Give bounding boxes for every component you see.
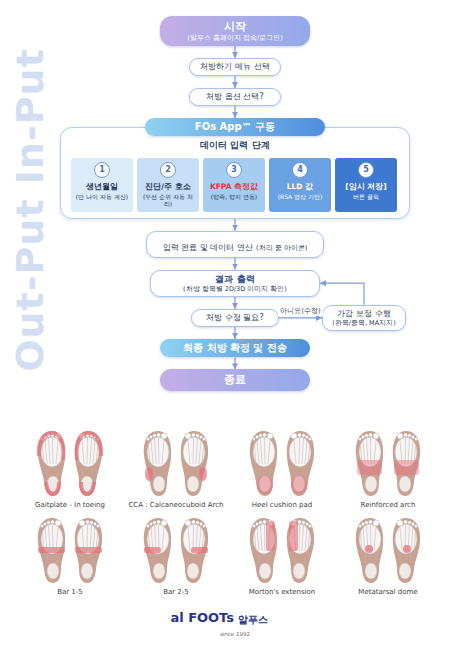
node-text: 4 (293, 163, 307, 176)
input-step: LLD 값 (RSA 영상 기반) 4 (269, 158, 331, 211)
flow-connector (234, 258, 235, 270)
step-number: 3 (226, 162, 242, 178)
node-text: 처방 수정 필요? (198, 313, 272, 323)
node-text: 결과 출력 (157, 274, 313, 285)
edge-label: 아니요(수정) (278, 307, 322, 316)
node-text: (우선 순위 자동 처리) (139, 193, 197, 208)
node-text: KFPA 측정값 (205, 182, 263, 191)
flow-connector (320, 283, 364, 305)
decision-box: 처방 옵션 선택? (189, 88, 281, 106)
figure-caption: Heel cushion pad (230, 501, 334, 509)
figure-caption: Metatarsal dome (336, 588, 440, 596)
correction-box: 가감 보정 수행(완목/중목, MA지지) (322, 305, 406, 331)
node-text: 시작 (168, 20, 302, 34)
flow-connector (234, 76, 235, 88)
decision-box: 처방 수정 필요? (191, 309, 279, 327)
node-text: 5 (359, 163, 373, 176)
node-text: (알푸스 홈페이지 접속/로그인) (168, 34, 302, 42)
step-number: 5 (358, 162, 374, 178)
figure-caption: Bar 1-5 (18, 588, 122, 596)
node-text: 2 (161, 163, 175, 176)
node-text: (처리 중 아이콘) (256, 244, 307, 252)
flow-connector (234, 297, 235, 309)
node-text: 1 (95, 163, 109, 176)
node-text: 진단/주 호소 (139, 182, 197, 191)
cca-figure (144, 431, 208, 496)
output-box: 결과 출력(처방 항목별 2D/3D 이미지 확인) (150, 270, 320, 297)
node-text: 최종 처방 확정 및 전송 (166, 342, 304, 355)
brand-logo: al FOOTs (140, 610, 234, 625)
input-step: KFPA 측정값 (양족, 양지 연동) 3 (203, 158, 265, 211)
step-number: 4 (292, 162, 308, 178)
node-text: 종료 (168, 373, 302, 387)
app-band: FOs App™ 구동 (145, 118, 325, 137)
node-text: (완목/중목, MA지지) (329, 319, 399, 327)
flow-connector (234, 219, 235, 231)
node-text: (처방 항목별 2D/3D 이미지 확인) (157, 285, 313, 293)
flow-connector (234, 106, 235, 118)
figure-caption: CCA : Calcaneocuboid Arch (124, 501, 228, 509)
figure-caption: Gaitplate - In toeing (18, 501, 122, 509)
final-band: 최종 처방 확정 및 전송 (160, 339, 310, 358)
node-text: LLD 값 (271, 182, 329, 191)
metatarsal-dome-figure (356, 518, 420, 583)
flow-connector (279, 317, 322, 318)
input-step: 생년월일 (만 나이 자동 계산) 1 (71, 158, 133, 211)
process-box: 입력 완료 및 데이터 연산(처리 중 아이콘) (146, 231, 324, 258)
figure-caption: Reinforced arch (336, 501, 440, 509)
bar-2-5-figure (144, 518, 208, 583)
flow-connector (234, 327, 235, 339)
input-panel: 데이터 입력 단계생년월일 (만 나이 자동 계산) 1 진단/주 호소 (우선 순위 … (60, 127, 410, 218)
brand-name: 알푸스 (238, 613, 298, 627)
node-text: 입력 완료 및 데이터 연산 (163, 243, 253, 252)
input-step: 진단/주 호소 (우선 순위 자동 처리) 2 (137, 158, 199, 211)
node-text: 처방 옵션 선택? (196, 92, 274, 102)
node-text: (만 나이 자동 계산) (73, 193, 131, 201)
node-text: (양족, 양지 연동) (205, 193, 263, 201)
figure-caption: Bar 2-5 (124, 588, 228, 596)
heel-cushion-figure (250, 431, 314, 496)
figure-caption: Morton's extension (230, 588, 334, 596)
step-number: 2 (160, 162, 176, 178)
flow-connector (234, 46, 235, 58)
bar-1-5-figure (38, 518, 102, 583)
step-number: 1 (94, 162, 110, 178)
node-text: [임시 저장] (337, 182, 395, 191)
gaitplate-figure (38, 431, 102, 496)
node-text: 데이터 입력 단계 (61, 140, 409, 151)
node-text: 가감 보정 수행 (329, 309, 399, 319)
brand-since: since 1992 (185, 631, 285, 637)
watermark: Out-Put In-Put (8, 48, 52, 372)
reinforced-arch-figure (356, 431, 420, 496)
node-text: (RSA 영상 기반) (271, 193, 329, 201)
mortons-extension-figure (250, 518, 314, 583)
start-terminal: 시작(알푸스 홈페이지 접속/로그인) (160, 16, 310, 46)
node-text: 버튼 클릭 (337, 193, 395, 201)
input-step: [임시 저장] 버튼 클릭 5 (335, 158, 397, 211)
node-text: FOs App™ 구동 (151, 121, 319, 134)
node-text: 생년월일 (73, 182, 131, 191)
end-terminal: 종료 (160, 369, 310, 391)
node-text: 처방하기 메뉴 선택 (196, 62, 274, 72)
node-text: 3 (227, 163, 241, 176)
flow-connector (234, 357, 235, 369)
process-box: 처방하기 메뉴 선택 (189, 58, 281, 76)
